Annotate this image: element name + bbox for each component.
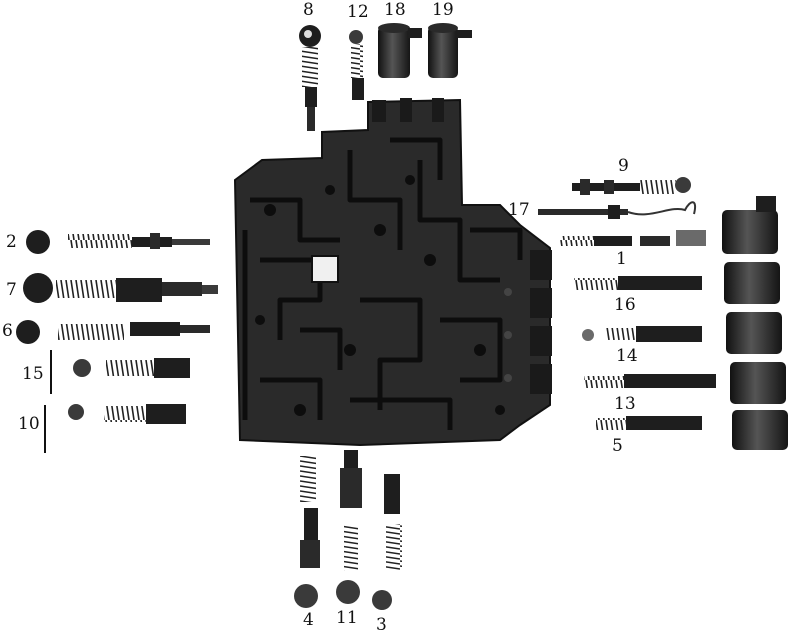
label-11: 11 [336, 608, 358, 628]
label-15: 15 [22, 364, 44, 384]
part-9-valve [572, 177, 691, 195]
divider-left-1 [50, 350, 52, 394]
label-16: 16 [614, 295, 636, 315]
part-13-valve [584, 374, 716, 388]
label-2: 2 [6, 232, 17, 252]
part-10-assembly [68, 404, 186, 424]
part-3-assembly [372, 474, 402, 610]
part-14-valve [582, 326, 702, 342]
part-18-solenoid [378, 23, 422, 78]
part-8-valve-assembly [299, 25, 321, 131]
divider-left-2 [44, 405, 46, 453]
label-13: 13 [614, 394, 636, 414]
solenoid-stack [722, 196, 788, 450]
label-18: 18 [384, 0, 406, 20]
label-4: 4 [303, 610, 314, 630]
part-6-assembly [16, 320, 210, 344]
part-4-assembly [294, 456, 320, 608]
label-10: 10 [18, 414, 40, 434]
valve-body-plate [233, 98, 552, 447]
label-14: 14 [616, 346, 638, 366]
label-1: 1 [616, 249, 627, 269]
label-3: 3 [376, 615, 387, 635]
label-19: 19 [432, 0, 454, 20]
part-1-valve [560, 230, 706, 246]
part-12-valve-assembly [349, 30, 364, 100]
part-5-valve [596, 416, 702, 430]
part-15-assembly [73, 358, 190, 378]
part-11-assembly [336, 450, 362, 604]
label-9: 9 [618, 156, 629, 176]
label-5: 5 [612, 436, 623, 456]
part-2-assembly [26, 230, 210, 254]
part-19-solenoid [428, 23, 472, 78]
part-17-rod [538, 201, 696, 219]
part-16-valve [574, 276, 702, 290]
part-7-assembly [23, 273, 218, 303]
label-8: 8 [303, 0, 314, 20]
label-7: 7 [6, 280, 17, 300]
label-17: 17 [508, 200, 530, 220]
label-6: 6 [2, 321, 13, 341]
label-12: 12 [347, 2, 369, 22]
